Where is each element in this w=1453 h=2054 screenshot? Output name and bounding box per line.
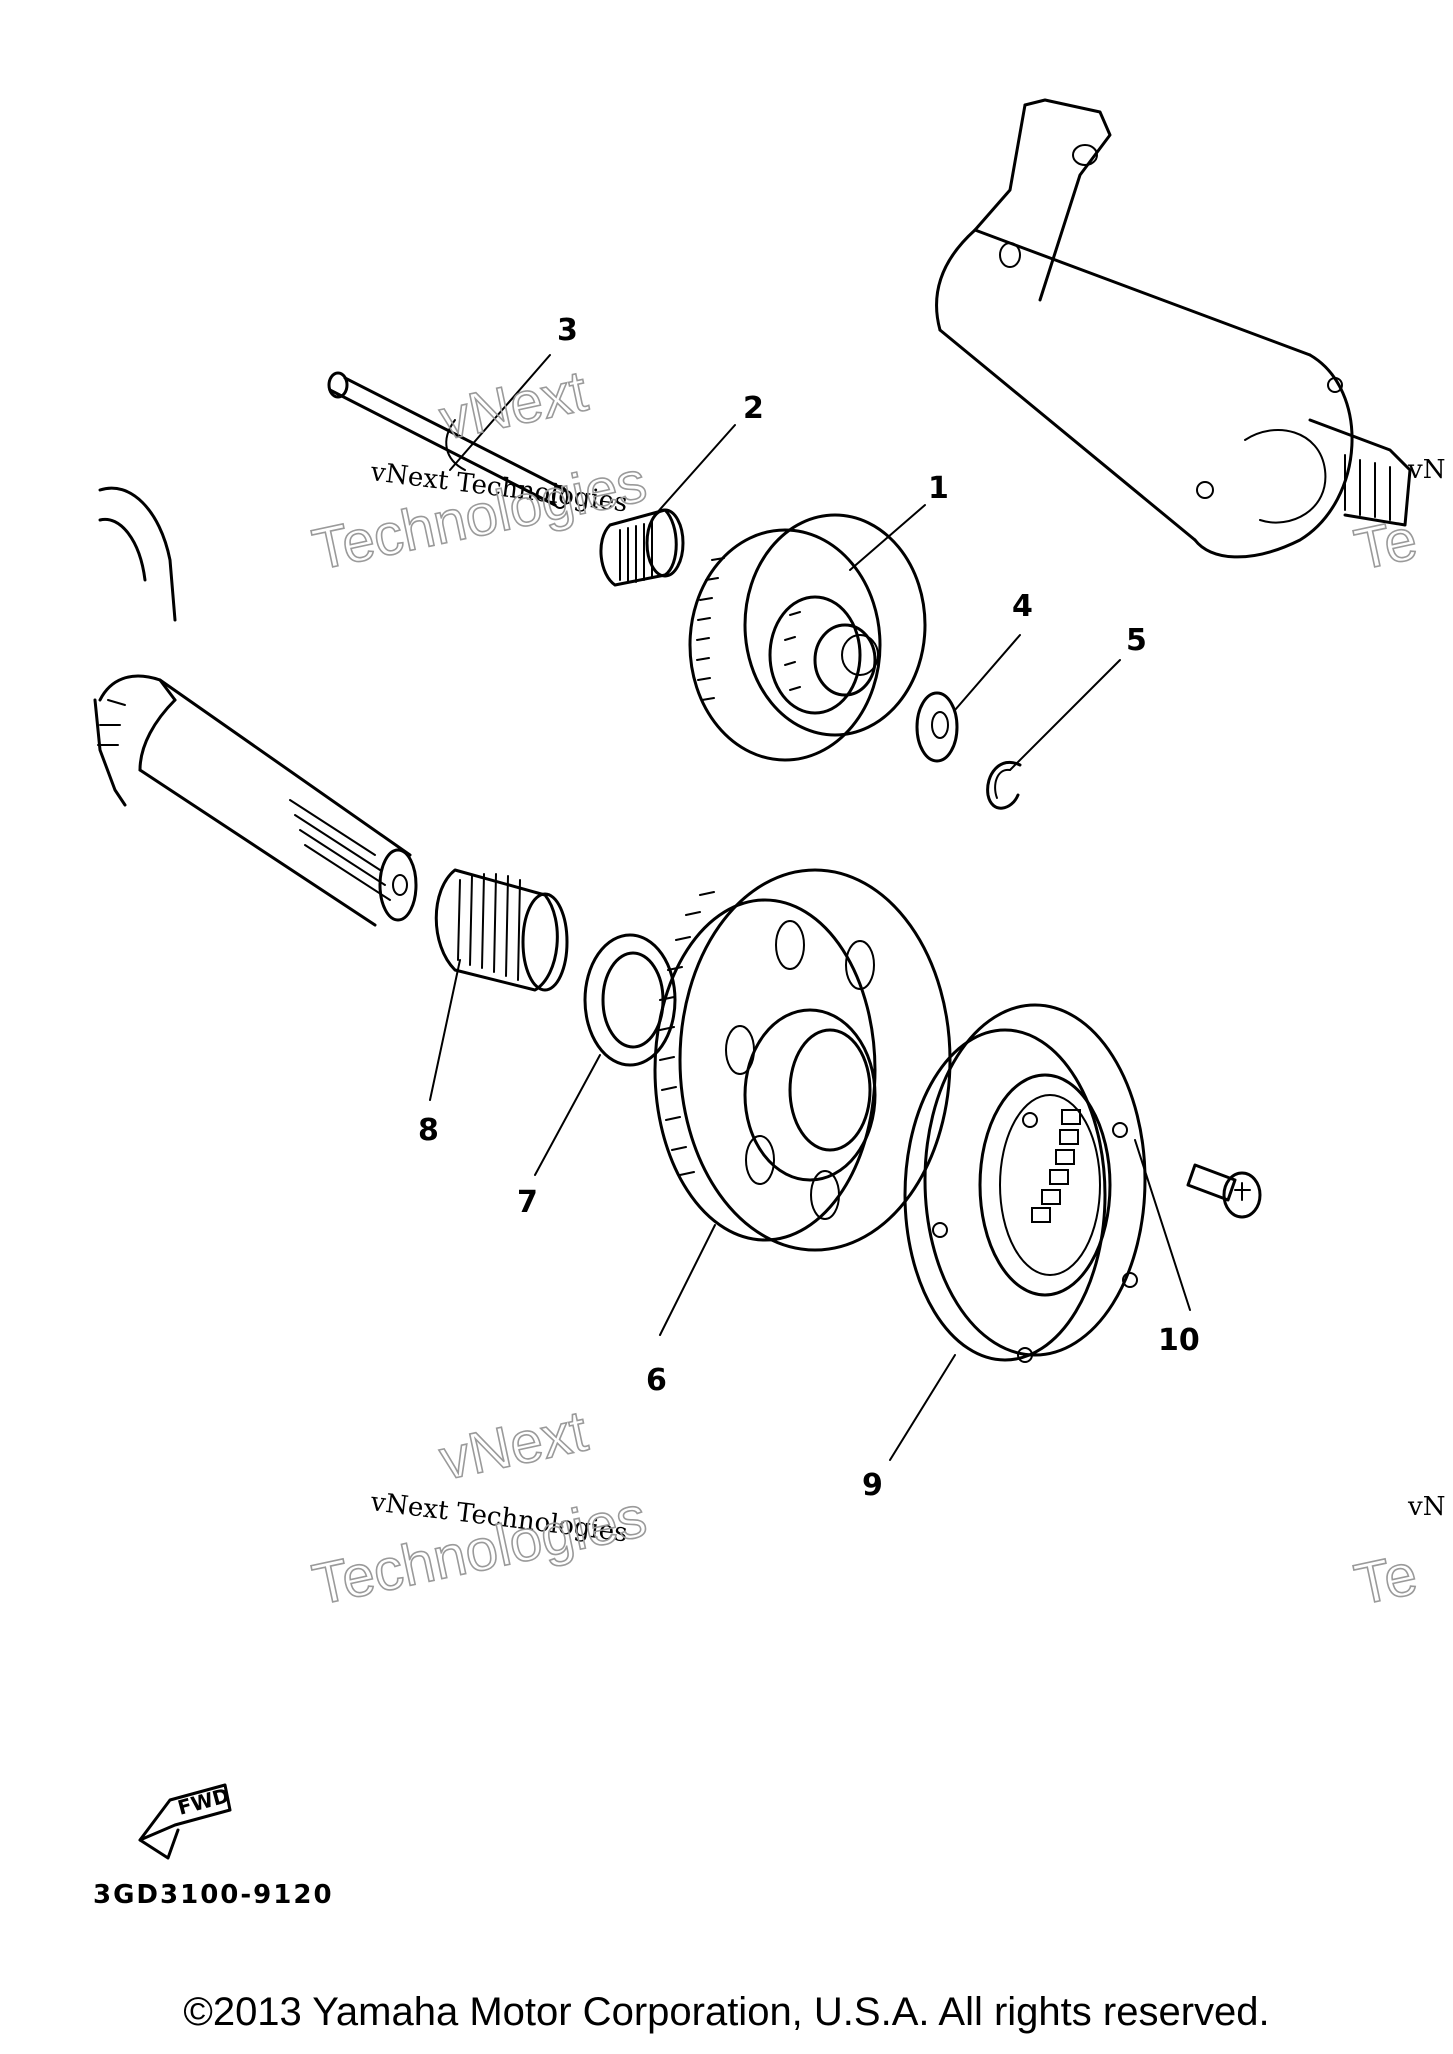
copyright-notice: ©2013 Yamaha Motor Corporation, U.S.A. A… xyxy=(183,1990,1270,2034)
svg-text:vNext: vNext xyxy=(434,1398,593,1492)
callout-4: 4 xyxy=(1012,589,1033,624)
part-8-bearing xyxy=(434,868,569,992)
leader-lines xyxy=(429,354,1191,1461)
watermark-edge: vN Te vN Te xyxy=(1348,455,1445,1619)
svg-text:vN: vN xyxy=(1407,455,1445,485)
part-4-washer xyxy=(915,691,959,763)
callout-8: 8 xyxy=(418,1113,439,1148)
part-9-starter-clutch xyxy=(903,1003,1147,1363)
fwd-arrow-icon: FWD xyxy=(138,1783,232,1860)
callout-10: 10 xyxy=(1158,1323,1200,1358)
callout-5: 5 xyxy=(1126,623,1147,658)
part-6-wheel-gear xyxy=(653,868,952,1252)
callout-3: 3 xyxy=(557,313,578,348)
part-2-needle-bearing xyxy=(599,508,685,587)
starter-motor xyxy=(935,98,1412,559)
part-1-idle-gear xyxy=(688,513,927,762)
fwd-label: FWD xyxy=(175,1783,232,1820)
svg-text:vN: vN xyxy=(1407,1492,1445,1522)
crankshaft xyxy=(93,486,418,927)
watermark-lower: vNext vNext Technologies Technologies xyxy=(306,1398,652,1619)
diagram-code: 3GD3100-9120 xyxy=(93,1880,334,1910)
callout-7: 7 xyxy=(517,1185,538,1220)
svg-text:vNext: vNext xyxy=(434,358,593,452)
part-10-bolt xyxy=(1186,1163,1262,1219)
callout-1: 1 xyxy=(928,471,949,506)
svg-text:Technologies: Technologies xyxy=(307,449,652,583)
part-5-circlip xyxy=(986,760,1022,810)
callout-2: 2 xyxy=(743,391,764,426)
svg-text:Te: Te xyxy=(1349,506,1422,582)
svg-text:Te: Te xyxy=(1349,1541,1422,1617)
callout-9: 9 xyxy=(862,1468,883,1503)
part-3-shaft xyxy=(327,371,568,509)
callout-6: 6 xyxy=(646,1363,667,1398)
